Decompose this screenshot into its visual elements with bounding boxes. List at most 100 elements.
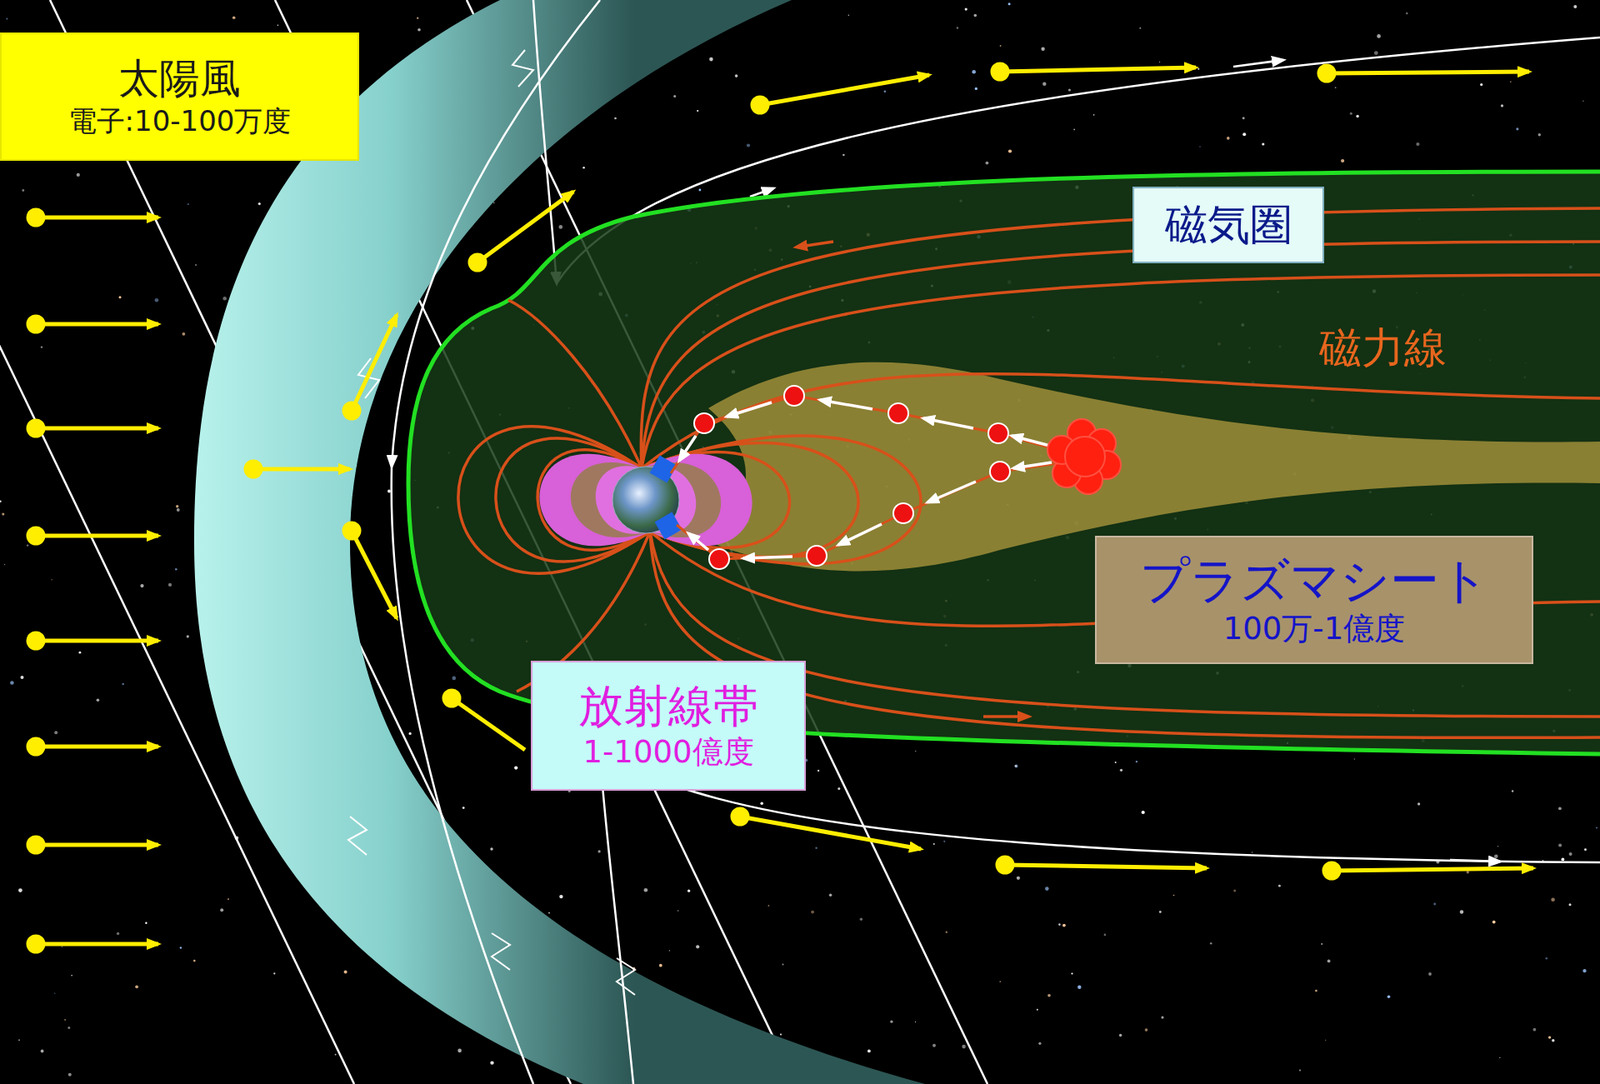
star (1376, 34, 1381, 39)
star (932, 1044, 936, 1048)
node-title: 放射線帯 (578, 680, 759, 735)
particle (988, 423, 1009, 444)
star (837, 787, 840, 790)
star (1045, 886, 1050, 891)
star (1497, 845, 1499, 847)
star (1068, 88, 1071, 91)
wind-dot (1319, 65, 1335, 81)
tail-line (641, 374, 1600, 469)
star (860, 918, 863, 921)
star (1104, 934, 1107, 937)
star (848, 15, 850, 16)
particle (694, 413, 715, 434)
star (1573, 5, 1577, 9)
node-title: プラズマシート (1140, 551, 1490, 611)
solar-wind-arrows (28, 64, 1534, 952)
star (735, 74, 739, 78)
star (1499, 1057, 1500, 1059)
star (1355, 115, 1360, 119)
star (116, 932, 120, 935)
star (1, 512, 5, 515)
flow-arrow (927, 481, 976, 503)
star (1569, 903, 1572, 906)
star (155, 298, 160, 303)
star (4, 564, 6, 566)
wind-arrow (253, 467, 350, 472)
star (884, 90, 887, 94)
field-line-label: 磁力線 (1319, 322, 1447, 374)
wind-arrow (760, 75, 930, 105)
star (768, 905, 770, 907)
star (933, 843, 935, 845)
star (829, 894, 832, 897)
flow-arrow (726, 402, 772, 417)
star (1226, 136, 1230, 140)
flow-arrow (679, 435, 696, 461)
zigzag (491, 933, 510, 970)
particle (888, 403, 909, 424)
star (186, 635, 190, 638)
star (10, 680, 15, 685)
star (1315, 990, 1318, 993)
wind-arrow (477, 191, 574, 263)
star (18, 1040, 20, 1042)
wind-arrow (1005, 865, 1207, 869)
star (175, 568, 178, 571)
star (40, 1050, 45, 1054)
star (1561, 858, 1565, 862)
star (40, 345, 43, 348)
star (1327, 960, 1331, 964)
star (1548, 1035, 1551, 1039)
star (54, 730, 58, 735)
star (1582, 100, 1584, 102)
star (1242, 132, 1246, 136)
star (971, 70, 976, 75)
star (669, 950, 670, 951)
star (1135, 760, 1138, 763)
wind-dot (28, 528, 44, 544)
zigzag (348, 816, 367, 855)
star (1070, 972, 1073, 975)
star (145, 922, 147, 925)
radiation-belt-box: 放射線帯1-1000億度 (530, 660, 806, 791)
star (1428, 972, 1432, 976)
star (18, 888, 23, 893)
node-subtitle: 電子:10-100万度 (68, 104, 292, 139)
star (1558, 844, 1562, 848)
star (559, 225, 564, 230)
wind-dot (344, 523, 360, 539)
star (1119, 1034, 1122, 1037)
star (582, 166, 585, 170)
star (5, 18, 8, 20)
particle (806, 545, 827, 566)
star (1492, 920, 1496, 925)
star (956, 26, 959, 29)
star (1415, 142, 1420, 146)
star (1197, 68, 1200, 70)
star (1558, 806, 1562, 810)
field-arrow (800, 241, 834, 247)
star (810, 910, 815, 915)
star (0, 500, 2, 504)
star (999, 980, 1001, 983)
star (452, 676, 457, 681)
star (1120, 769, 1123, 772)
star (760, 802, 764, 806)
star (1550, 898, 1555, 903)
star (26, 544, 29, 546)
star (709, 57, 714, 62)
wind-arrow (35, 745, 159, 750)
star (696, 110, 699, 112)
wind-dot (470, 255, 485, 270)
wind-dot (28, 936, 44, 952)
wind-dot (752, 97, 768, 113)
wind-dot (28, 210, 44, 225)
star (135, 985, 139, 989)
star (70, 975, 72, 976)
star (1242, 116, 1245, 120)
star (1008, 2, 1011, 5)
radiation-belts (539, 454, 752, 547)
star (1139, 27, 1141, 30)
particle (990, 461, 1010, 482)
star (1405, 12, 1408, 15)
